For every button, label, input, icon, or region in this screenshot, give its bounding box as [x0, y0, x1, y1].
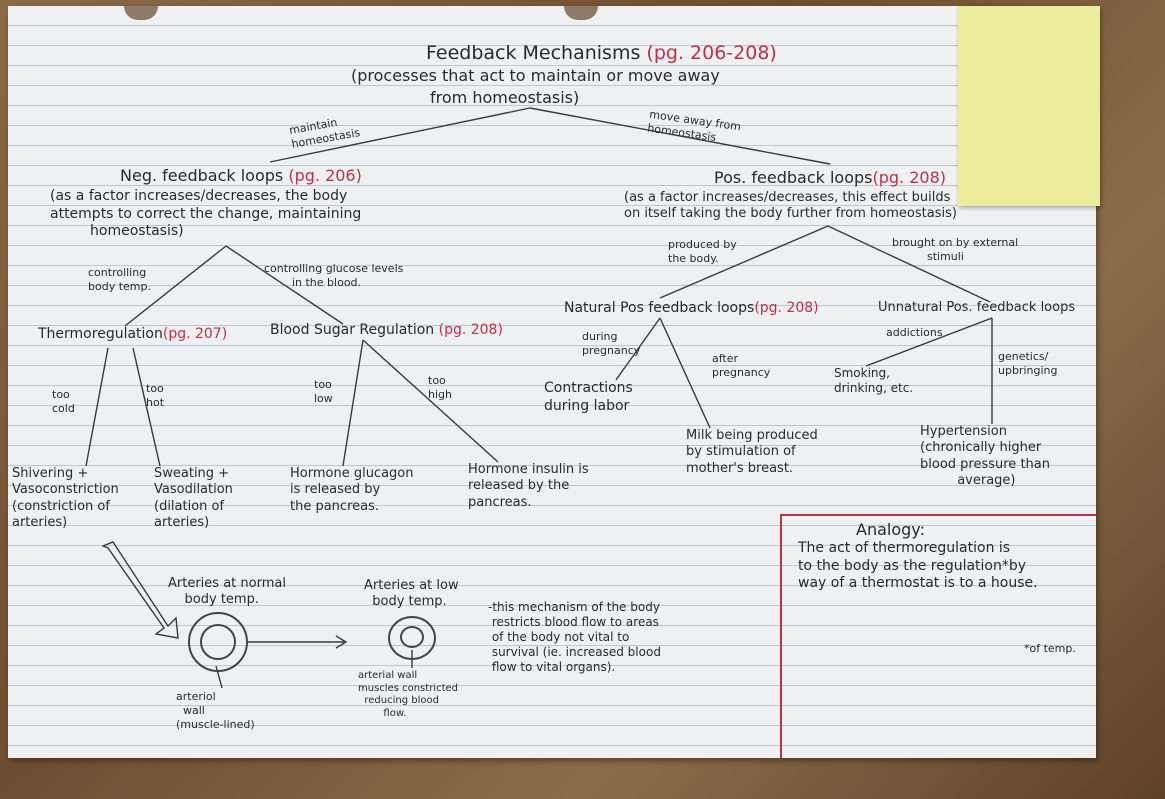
title-pages: (pg. 206-208): [646, 42, 777, 64]
unnatural-pos-node: Unnatural Pos. feedback loops: [878, 300, 1076, 315]
contractions-leaf: Contractions during labor: [544, 380, 633, 414]
too-low-label: too low: [314, 378, 333, 405]
thermoregulation-node: Thermoregulation(pg. 207): [38, 326, 228, 342]
constricted-artery-lumen: [400, 626, 424, 648]
binder-hole: [124, 6, 158, 20]
hypertension-leaf: Hypertension (chronically higher blood p…: [920, 424, 1050, 488]
during-pregnancy-label: during pregnancy: [582, 330, 641, 357]
branch-label-body-temp: controlling body temp.: [88, 266, 151, 293]
milk-leaf: Milk being produced by stimulation of mo…: [686, 428, 818, 476]
smoking-leaf: Smoking, drinking, etc.: [834, 366, 914, 395]
normal-artery-drawing: [188, 612, 248, 672]
branch-label-external-stimuli: brought on by external stimuli: [892, 236, 1019, 263]
branch-label-glucose: controlling glucose levels in the blood.: [264, 262, 404, 289]
too-cold-label: too cold: [52, 388, 75, 415]
analogy-footnote: *of temp.: [1024, 642, 1076, 655]
blood-sugar-pages: (pg. 208): [438, 322, 503, 338]
neg-feedback-pages: (pg. 206): [288, 166, 362, 185]
low-temp-artery-label: Arteries at low body temp.: [364, 578, 459, 610]
natural-pos-pages: (pg. 208): [754, 300, 819, 316]
shivering-leaf: Shivering + Vasoconstriction (constricti…: [12, 466, 119, 530]
neg-feedback-description: (as a factor increases/decreases, the bo…: [50, 188, 362, 239]
binder-hole: [564, 6, 598, 20]
neg-feedback-title: Neg. feedback loops (pg. 206): [120, 166, 362, 185]
insulin-leaf: Hormone insulin is released by the pancr…: [468, 462, 589, 510]
natural-pos-node: Natural Pos feedback loops(pg. 208): [564, 300, 819, 316]
pos-feedback-pages: (pg. 208): [872, 168, 946, 187]
branch-label-produced-by-body: produced by the body.: [668, 238, 737, 265]
constricted-artery-drawing: [388, 616, 436, 660]
constricted-wall-label: arterial wall muscles constricted reduci…: [358, 670, 458, 719]
blood-sugar-node: Blood Sugar Regulation (pg. 208): [270, 322, 503, 338]
analogy-heading: Analogy:: [856, 520, 925, 539]
addictions-label: addictions: [886, 326, 943, 339]
analogy-box: [780, 514, 1096, 758]
tree-connector-lines: [85, 107, 993, 689]
analogy-body: The act of thermoregulation is to the bo…: [798, 540, 1038, 591]
sticky-note: [958, 6, 1100, 206]
page-subtitle-line-1: (processes that act to maintain or move …: [351, 66, 720, 85]
pos-feedback-description: (as a factor increases/decreases, this e…: [624, 190, 957, 222]
too-high-label: too high: [428, 374, 452, 401]
normal-artery-label: Arteries at normal body temp.: [168, 576, 286, 608]
sweating-leaf: Sweating + Vasodilation (dilation of art…: [154, 466, 233, 530]
glucagon-leaf: Hormone glucagon is released by the panc…: [290, 466, 414, 514]
after-pregnancy-label: after pregnancy: [712, 352, 771, 379]
arteriol-wall-label: arteriol wall (muscle-lined): [176, 690, 255, 731]
pos-feedback-title: Pos. feedback loops(pg. 208): [714, 168, 946, 187]
too-hot-label: too hot: [146, 382, 165, 409]
normal-artery-lumen: [200, 624, 236, 660]
notebook-paper: Feedback Mechanisms (pg. 206-208) (proce…: [8, 6, 1096, 758]
page-subtitle-line-2: from homeostasis): [430, 88, 580, 107]
thermoregulation-pages: (pg. 207): [162, 326, 228, 342]
mechanism-note: -this mechanism of the body restricts bl…: [488, 600, 661, 674]
page-title: Feedback Mechanisms (pg. 206-208): [426, 42, 777, 64]
genetics-label: genetics/ upbringing: [998, 350, 1058, 377]
